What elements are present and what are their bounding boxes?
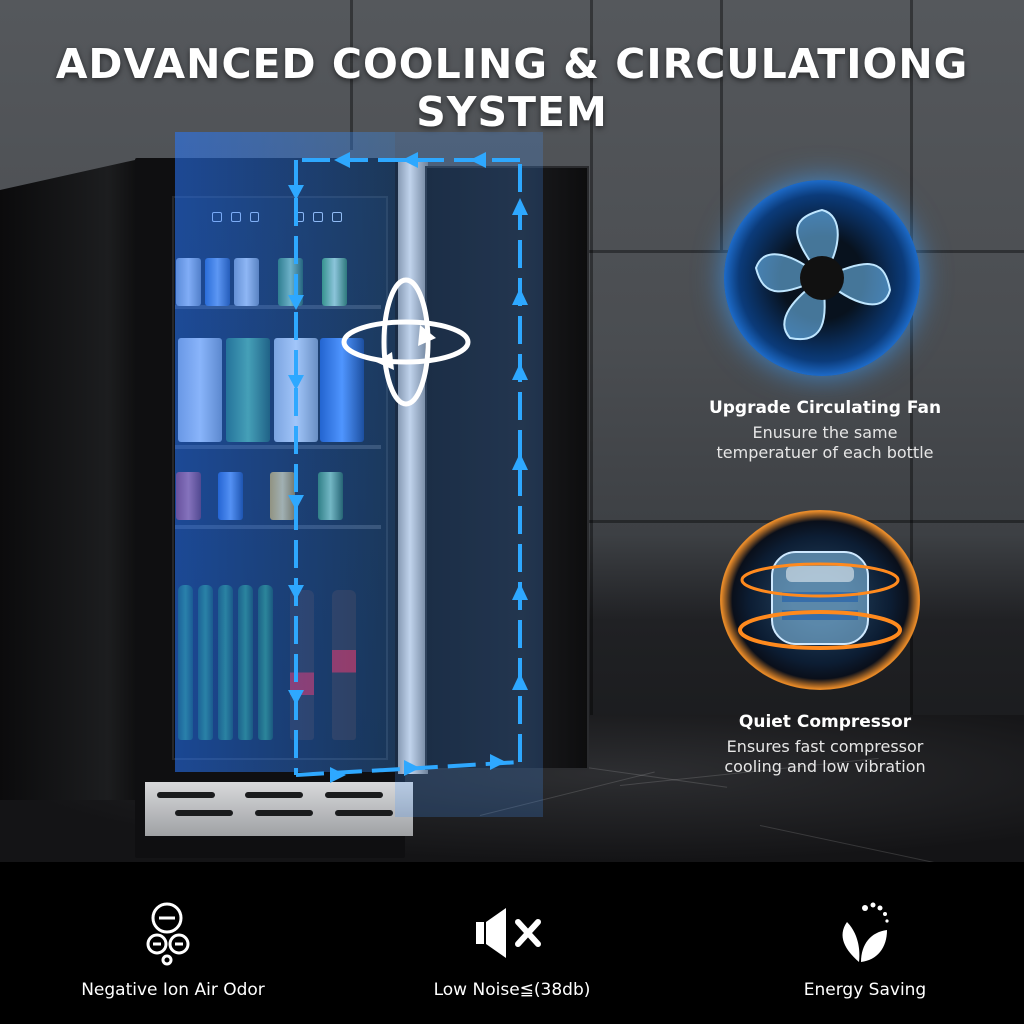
hero-scene: Upgrade Circulating Fan Enusure the same… (0, 0, 1024, 862)
feature-label: Low Noise≦(38db) (433, 980, 591, 1000)
arrow-down-icon (288, 585, 304, 600)
stainless-door-frame (398, 162, 428, 774)
arrow-up-icon (512, 583, 528, 600)
open-door-panel (425, 166, 589, 770)
compressor-desc-line1: Ensures fast compressor (726, 737, 924, 756)
negative-ion-icon (146, 902, 190, 966)
arrow-left-icon (334, 152, 350, 168)
feature-bar: Negative Ion Air Odor Low Noise≦(38db) E… (0, 862, 1024, 1024)
circulating-fan-image (724, 180, 920, 376)
wall-tile (350, 0, 353, 150)
compressor-title: Quiet Compressor (738, 712, 912, 732)
arrow-up-icon (512, 198, 528, 215)
compressor-desc-line2: cooling and low vibration (724, 757, 926, 776)
wall-tile (910, 0, 913, 715)
arrow-down-icon (288, 495, 304, 510)
arrow-right-icon (490, 754, 506, 770)
rotation-icon (341, 277, 471, 407)
arrow-up-icon (512, 673, 528, 690)
wall-tile (720, 0, 723, 250)
arrow-down-icon (288, 295, 304, 310)
feature-label: Negative Ion Air Odor (81, 980, 265, 1000)
fridge-side-panel (0, 160, 135, 800)
mute-speaker-icon (476, 908, 541, 958)
leaf-icon (842, 902, 889, 962)
arrow-down-icon (288, 690, 304, 705)
arrow-left-icon (402, 152, 418, 168)
fan-icon (754, 208, 892, 341)
wall-tile (590, 0, 593, 715)
arrow-down-icon (288, 185, 304, 200)
feature-negative-ion: Negative Ion Air Odor (23, 862, 323, 1024)
compressor-image (720, 510, 920, 690)
arrow-right-icon (404, 760, 420, 776)
fan-desc-line2: temperatuer of each bottle (716, 443, 934, 462)
arrow-up-icon (512, 288, 528, 305)
arrow-up-icon (512, 453, 528, 470)
front-grille (145, 782, 413, 836)
arrow-right-icon (330, 767, 346, 783)
feature-energy-saving: Energy Saving (715, 862, 1015, 1024)
arrow-down-icon (288, 375, 304, 390)
fan-desc-line1: Enusure the same (752, 423, 898, 442)
feature-label: Energy Saving (803, 980, 927, 1000)
arrow-up-icon (512, 363, 528, 380)
arrow-left-icon (470, 152, 486, 168)
airflow-diagram (288, 152, 528, 783)
feature-low-noise: Low Noise≦(38db) (362, 862, 662, 1024)
compressor-icon (738, 551, 902, 650)
page-title: ADVANCED COOLING & CIRCULATIONG SYSTEM (55, 40, 969, 136)
fan-title: Upgrade Circulating Fan (708, 398, 942, 418)
cooling-air-beam (175, 132, 395, 772)
